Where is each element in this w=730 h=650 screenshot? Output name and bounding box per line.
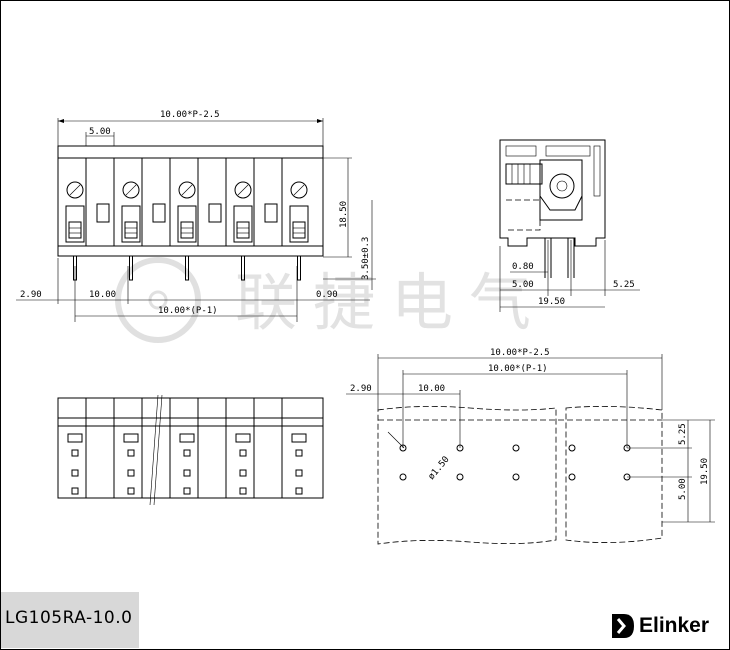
brand-logo: Elinker (612, 613, 709, 639)
dim-pcb-row-spacing: 5.00 (678, 478, 688, 500)
pcb-hole (568, 473, 576, 481)
wire-clamp (124, 221, 138, 239)
slot-square (239, 469, 247, 477)
wire-clamp (68, 221, 82, 239)
pcb-hole (512, 444, 520, 452)
screw-head-icon (66, 181, 84, 199)
pin (185, 255, 189, 281)
slot-square (127, 449, 135, 457)
slot (179, 433, 195, 443)
slot-square (239, 487, 247, 495)
slot (123, 433, 139, 443)
slot-square (183, 449, 191, 457)
slot-square (295, 449, 303, 457)
screw-slot (69, 184, 81, 196)
slot-square (127, 487, 135, 495)
side-view (499, 139, 606, 278)
slot-square (71, 469, 79, 477)
window-slot (152, 203, 166, 223)
side-dimensions: 0.80 5.00 5.25 19.50 (499, 240, 640, 312)
brand-logo-icon (612, 614, 634, 638)
slot (235, 433, 251, 443)
screw-head-icon (290, 181, 308, 199)
dim-pcb-edge: 2.90 (350, 384, 372, 394)
pin (297, 255, 301, 281)
pin (129, 255, 133, 281)
dim-pcb-overall: 10.00*P-2.5 (490, 348, 550, 358)
window-slot (208, 203, 222, 223)
screw-head-icon (234, 181, 252, 199)
wire-entry (65, 205, 85, 243)
slot-square (295, 469, 303, 477)
watermark-text: 联捷电气 (235, 266, 548, 339)
model-label: LG105RA-10.0 (1, 592, 139, 648)
front-dimensions: 10.00*P-2.5 5.00 18.50 3.50±0.3 2.90 10.… (16, 110, 376, 322)
front-view (57, 145, 324, 281)
screw-slot (181, 184, 193, 196)
window-slot (264, 203, 278, 223)
dim-side-pin-spacing: 5.00 (512, 280, 534, 290)
dim-pin-span: 10.00*(P-1) (158, 306, 218, 316)
pcb-dimensions: 10.00*P-2.5 10.00*(P-1) 2.90 10.00 ø1.50… (346, 348, 715, 523)
dim-pin-length: 3.50±0.3 (361, 237, 371, 280)
slot-square (71, 449, 79, 457)
dim-pcb-depth: 19.50 (700, 458, 710, 485)
dim-hole-dia: ø1.50 (427, 455, 452, 482)
dim-pcb-pitch: 10.00 (418, 384, 445, 394)
wire-clamp (180, 221, 194, 239)
screw-head-icon (122, 181, 140, 199)
wire-entry (177, 205, 197, 243)
dim-height: 18.50 (339, 201, 349, 228)
pcb-hole (456, 473, 464, 481)
slot-square (183, 469, 191, 477)
pcb-hole (399, 473, 407, 481)
slot-square (295, 487, 303, 495)
dim-side-edge: 5.25 (613, 280, 635, 290)
screw-slot (125, 184, 137, 196)
slot (291, 433, 307, 443)
slot-square (127, 469, 135, 477)
bottom-view (57, 394, 324, 506)
wire-clamp (292, 221, 306, 239)
wire-entry (233, 205, 253, 243)
pcb-hole (512, 473, 520, 481)
dim-pitch-half: 5.00 (89, 127, 111, 137)
dim-side-pin-width: 0.80 (512, 262, 534, 272)
screw-slot (237, 184, 249, 196)
pcb-layout (377, 406, 663, 545)
wire-entry (121, 205, 141, 243)
screw-head-icon (178, 181, 196, 199)
dim-pin-dia: 0.90 (316, 290, 338, 300)
wire-entry (289, 205, 309, 243)
dim-edge-offset: 2.90 (20, 290, 42, 300)
wire-clamp (236, 221, 250, 239)
dim-pcb-row-offset: 5.25 (678, 423, 688, 445)
dim-pitch: 10.00 (89, 290, 116, 300)
dim-overall-length: 10.00*P-2.5 (160, 110, 220, 120)
screw-slot (293, 184, 305, 196)
pcb-hole (568, 444, 576, 452)
dim-side-depth: 19.50 (538, 297, 565, 307)
slot-square (239, 449, 247, 457)
slot-square (183, 487, 191, 495)
slot (67, 433, 83, 443)
window-slot (96, 203, 110, 223)
pin (241, 255, 245, 281)
slot-square (71, 487, 79, 495)
dim-pcb-pin-span: 10.00*(P-1) (488, 364, 548, 374)
brand-name: Elinker (639, 614, 710, 637)
